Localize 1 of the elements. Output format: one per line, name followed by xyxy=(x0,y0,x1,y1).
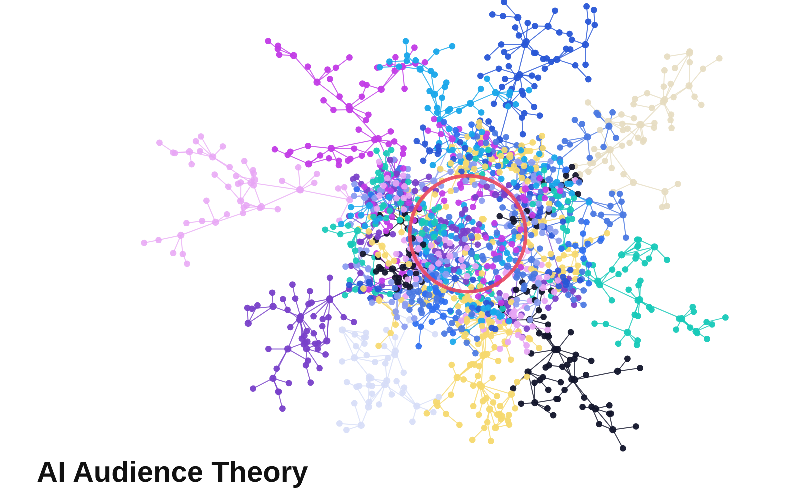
title: AI Audience Theory xyxy=(37,456,308,491)
